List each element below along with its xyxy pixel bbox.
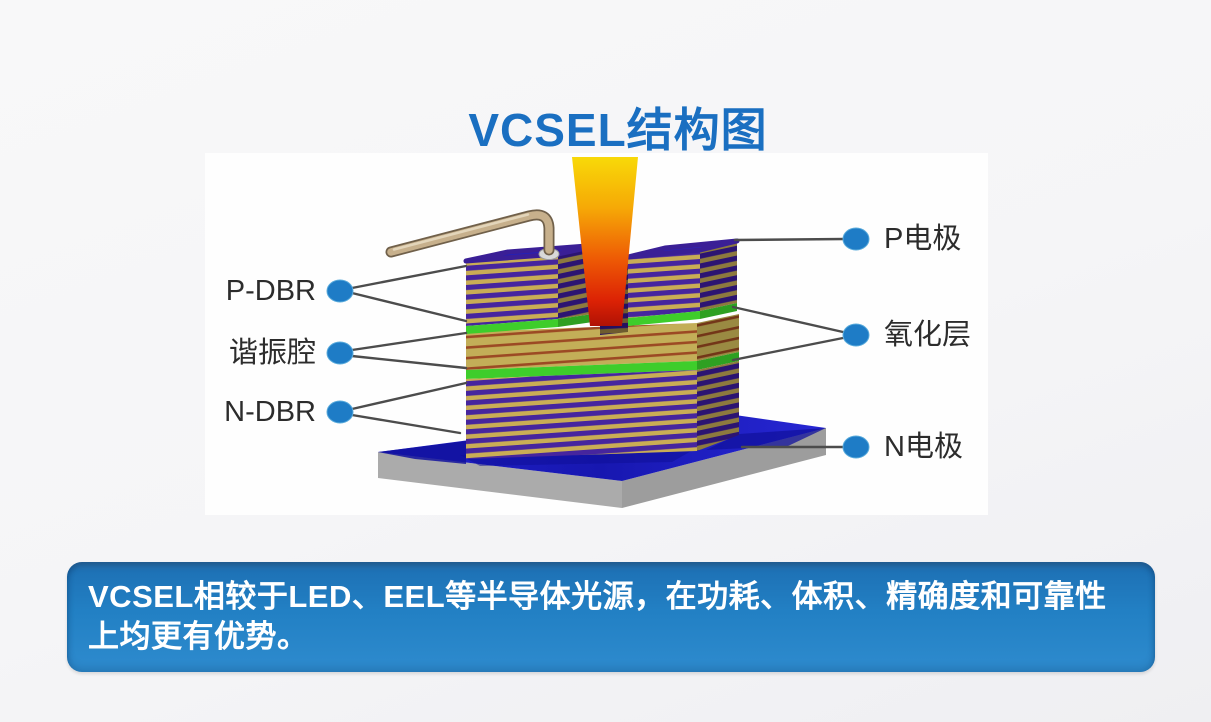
bond-wire-highlight — [392, 213, 530, 251]
connector-n-dbr-1 — [350, 381, 468, 411]
n-dbr-layer-side — [697, 361, 739, 451]
label-oxide-layer: 氧化层 — [884, 319, 972, 351]
substrate-shade-left — [378, 441, 466, 464]
label-p-dbr: P-DBR — [225, 275, 316, 307]
connector-p-dbr-1 — [350, 264, 468, 290]
p-dbr-layer-side-right — [700, 242, 737, 311]
oxide-layer-side-upper-right — [700, 303, 737, 319]
dot-n-electrode — [842, 435, 870, 459]
left-mesa-tower — [463, 242, 603, 334]
cavity-layer-side — [697, 314, 739, 361]
bond-wire-body — [387, 211, 553, 256]
callout-dots — [326, 227, 870, 459]
oxide-layer-front-lower — [466, 361, 697, 379]
page-title: VCSEL结构图 — [468, 104, 768, 156]
connector-cavity-1 — [350, 331, 468, 352]
label-p-electrode: P电极 — [884, 223, 962, 255]
dot-p-dbr — [326, 279, 354, 303]
connector-oxide-1 — [731, 305, 845, 334]
oxide-layer-front-upper-right — [628, 311, 700, 326]
summary-banner: VCSEL相较于LED、EEL等半导体光源，在功耗、体积、精确度和可靠性上均更有… — [67, 562, 1155, 672]
laser-beam — [572, 157, 638, 326]
n-dbr-layer-front — [466, 370, 697, 459]
label-n-electrode: N电极 — [884, 431, 963, 463]
p-dbr-layer-front-right — [628, 251, 700, 318]
dot-oxide — [842, 323, 870, 347]
label-resonant-cavity: 谐振腔 — [228, 337, 316, 369]
connector-n-dbr-2 — [350, 413, 462, 435]
base-gray-left-face — [378, 452, 622, 508]
oxide-layer-side-lower — [697, 352, 739, 370]
dot-cavity — [326, 341, 354, 365]
summary-text: VCSEL相较于LED、EEL等半导体光源，在功耗、体积、精确度和可靠性上均更有… — [88, 579, 1107, 654]
cavity-layer-front — [466, 323, 697, 370]
dot-p-electrode — [842, 227, 870, 251]
bond-wire — [385, 209, 560, 260]
connector-cavity-2 — [350, 354, 468, 370]
connector-p-electrode — [733, 237, 847, 242]
substrate-shade-right — [706, 428, 826, 450]
label-n-dbr: N-DBR — [224, 396, 316, 428]
p-dbr-layer-front-left — [466, 255, 558, 326]
right-mesa-tower — [625, 238, 740, 326]
lower-mesa-block — [466, 314, 739, 459]
dot-n-dbr — [326, 400, 354, 424]
oxide-layer-front-upper-left — [466, 319, 558, 334]
connector-oxide-2 — [731, 336, 845, 362]
connector-p-dbr-2 — [350, 291, 468, 323]
connector-lines — [350, 237, 847, 449]
